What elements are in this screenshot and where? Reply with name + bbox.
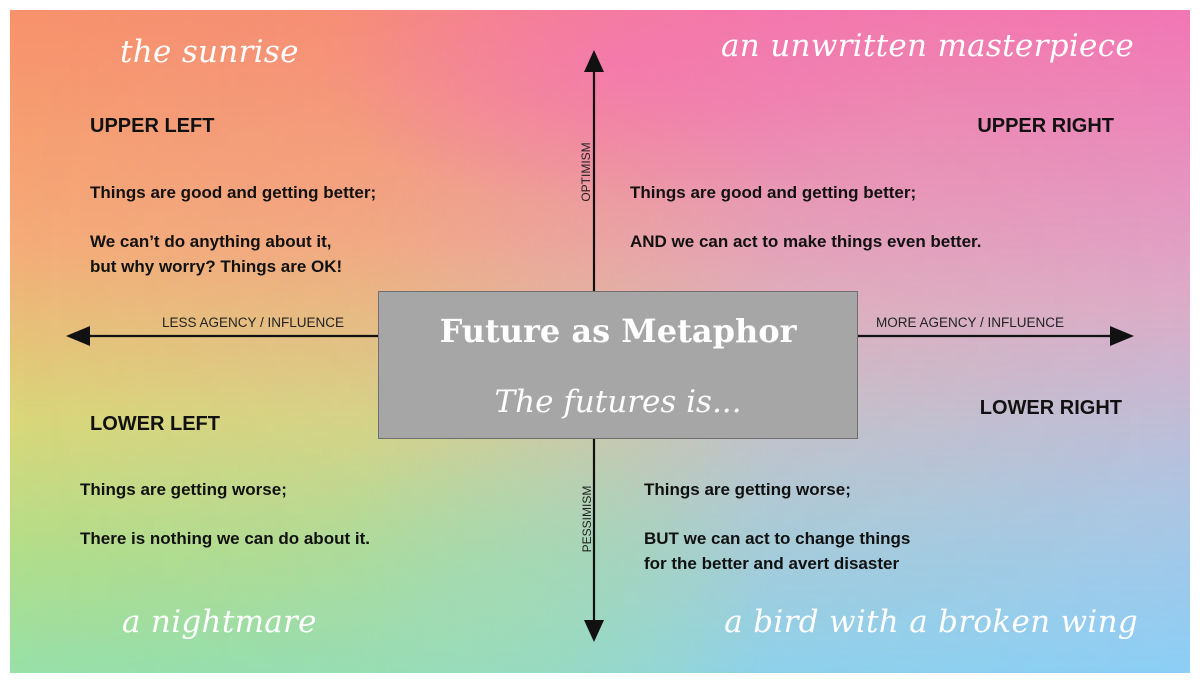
quadrant-line: Things are getting worse; [80,480,287,499]
center-box: Future as Metaphor The futures is... [378,291,858,439]
quadrant-title-lower-right: LOWER RIGHT [979,397,1122,419]
quadrant-line: Things are good and getting better; [630,183,917,202]
right-arrowhead [1110,326,1134,346]
quadrant-diagram: the sunrise an unwritten masterpiece a n… [10,10,1190,673]
axis-label-right: MORE AGENCY / INFLUENCE [876,315,1065,330]
quadrant-line: but why worry? Things are OK! [90,257,343,276]
corner-label-bottom-right: a bird with a broken wing [724,604,1138,640]
quadrant-text-lower-left: Things are getting worse; There is nothi… [80,477,370,551]
quadrant-title-upper-left: UPPER LEFT [90,115,215,137]
quadrant-line: We can’t do anything about it, [90,232,332,251]
corner-label-bottom-left: a nightmare [122,604,317,640]
center-subtitle: The futures is... [494,384,742,420]
quadrant-line: for the better and avert disaster [644,554,900,573]
corner-label-top-right: an unwritten masterpiece [721,28,1134,64]
corner-label-top-left: the sunrise [120,34,299,70]
quadrant-text-lower-right: Things are getting worse; BUT we can act… [644,477,910,576]
quadrant-line: AND we can act to make things even bette… [630,232,982,251]
quadrant-line: Things are good and getting better; [90,183,377,202]
axis-label-left: LESS AGENCY / INFLUENCE [162,315,345,330]
down-arrowhead [584,620,604,642]
quadrant-title-upper-right: UPPER RIGHT [977,115,1114,137]
quadrant-line: BUT we can act to change things [644,529,911,548]
quadrant-line: There is nothing we can do about it. [80,529,370,548]
left-arrowhead [66,326,90,346]
quadrant-text-upper-left: Things are good and getting better; We c… [90,180,376,279]
axis-label-top: OPTIMISM [579,142,593,202]
axis-label-bottom: PESSIMISM [580,485,594,553]
quadrant-line: Things are getting worse; [644,480,851,499]
quadrant-text-upper-right: Things are good and getting better; AND … [630,180,981,254]
up-arrowhead [584,50,604,72]
quadrant-title-lower-left: LOWER LEFT [90,413,220,435]
center-title: Future as Metaphor [439,312,797,350]
